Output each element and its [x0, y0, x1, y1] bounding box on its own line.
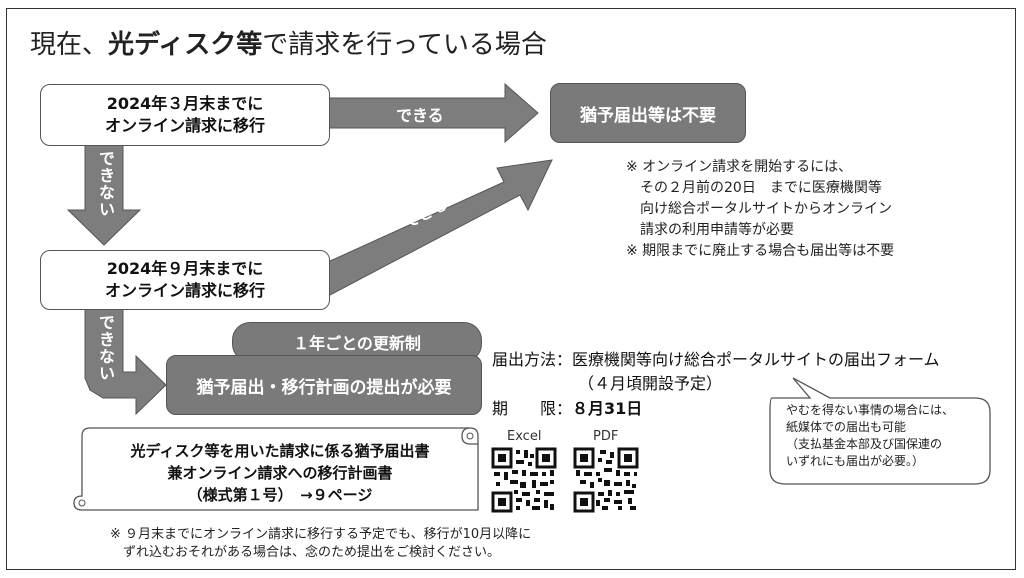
bubble-line: （支払基金本部及び国保連の: [786, 437, 943, 451]
arrow-can-2: [327, 159, 553, 297]
required-box: 猶予届出・移行計画の提出が必要: [166, 355, 482, 415]
submission-deadline: 期 限：８月31日: [492, 395, 642, 419]
speech-bubble: やむを得ない事情の場合には、 紙媒体での届出も可能 （支払基金本部及び国保連の …: [786, 402, 954, 470]
arrow-can-1: [327, 82, 539, 144]
method-sub: （４月頃開設予定）: [578, 374, 723, 393]
footnote-line: ※ ９月末までにオンライン請求に移行する予定でも、移行が10月以降に: [110, 527, 532, 542]
deadline-value: ８月31日: [572, 399, 643, 418]
title-suffix: で請求を行っている場合: [262, 30, 547, 60]
title-bold: 光ディスク等: [108, 30, 263, 60]
step1-line1: 2024年３月末までに: [106, 94, 264, 113]
page-title: 現在、光ディスク等で請求を行っている場合: [30, 24, 547, 61]
footnote: ※ ９月末までにオンライン請求に移行する予定でも、移行が10月以降に ずれ込むお…: [110, 526, 531, 562]
arrow-cannot-1-label: できない: [96, 150, 115, 218]
submission-method: 届出方法：医療機関等向け総合ポータルサイトの届出フォーム: [492, 346, 940, 370]
form-scroll: 光ディスク等を用いた請求に係る猶予届出書 兼オンライン請求への移行計画書 （様式…: [84, 440, 476, 506]
bubble-line: やむを得ない事情の場合には、: [786, 403, 955, 417]
arrow-cannot-1: [66, 143, 142, 246]
note-line: ※ オンライン請求を開始するには、: [626, 159, 853, 175]
arrow-can-1-label: できる: [396, 106, 444, 125]
note-line: 請求の利用申請等が必要: [626, 222, 794, 238]
scroll-shape: [73, 427, 479, 511]
title-prefix: 現在、: [30, 30, 109, 60]
scroll-line3: （様式第１号） →９ページ: [187, 486, 373, 504]
arrow-cannot-2-label: できない: [96, 314, 115, 382]
step1-box: 2024年３月末までに オンライン請求に移行: [40, 84, 330, 146]
scroll-line2: 兼オンライン請求への移行計画書: [167, 464, 393, 482]
qr-code-pdf-icon[interactable]: [573, 447, 639, 513]
method-label: 届出方法：: [492, 350, 573, 369]
qr-code-excel-icon[interactable]: [491, 447, 557, 513]
note-line: 向け総合ポータルサイトからオンライン: [626, 201, 892, 217]
bubble-line: いずれにも届出が必要。）: [786, 454, 925, 468]
step2-line2: オンライン請求に移行: [104, 281, 265, 300]
step1-line2: オンライン請求に移行: [104, 116, 265, 135]
notes: ※ オンライン請求を開始するには、 その２月前の20日 までに医療機関等 向け総…: [626, 157, 894, 262]
note-line: ※ 期限までに廃止する場合も届出等は不要: [626, 243, 895, 259]
arrow-cannot-2: [84, 307, 167, 416]
step2-box: 2024年９月末までに オンライン請求に移行: [40, 250, 330, 310]
qr-excel-label: Excel: [507, 429, 542, 444]
scroll-line1: 光ディスク等を用いた請求に係る猶予届出書: [130, 442, 430, 460]
step2-line1: 2024年９月末までに: [106, 259, 264, 278]
footnote-line: ずれ込むおそれがある場合は、念のため提出をご検討ください。: [110, 545, 501, 560]
not-required-box: 猶予届出等は不要: [550, 83, 746, 143]
note-line: その２月前の20日 までに医療機関等: [626, 180, 882, 196]
deadline-label: 期 限：: [492, 399, 573, 418]
speech-bubble-shape: [769, 377, 991, 485]
bubble-line: 紙媒体での届出も可能: [786, 420, 907, 434]
qr-pdf-label: PDF: [593, 429, 619, 444]
method-value: 医療機関等向け総合ポータルサイトの届出フォーム: [572, 350, 940, 369]
